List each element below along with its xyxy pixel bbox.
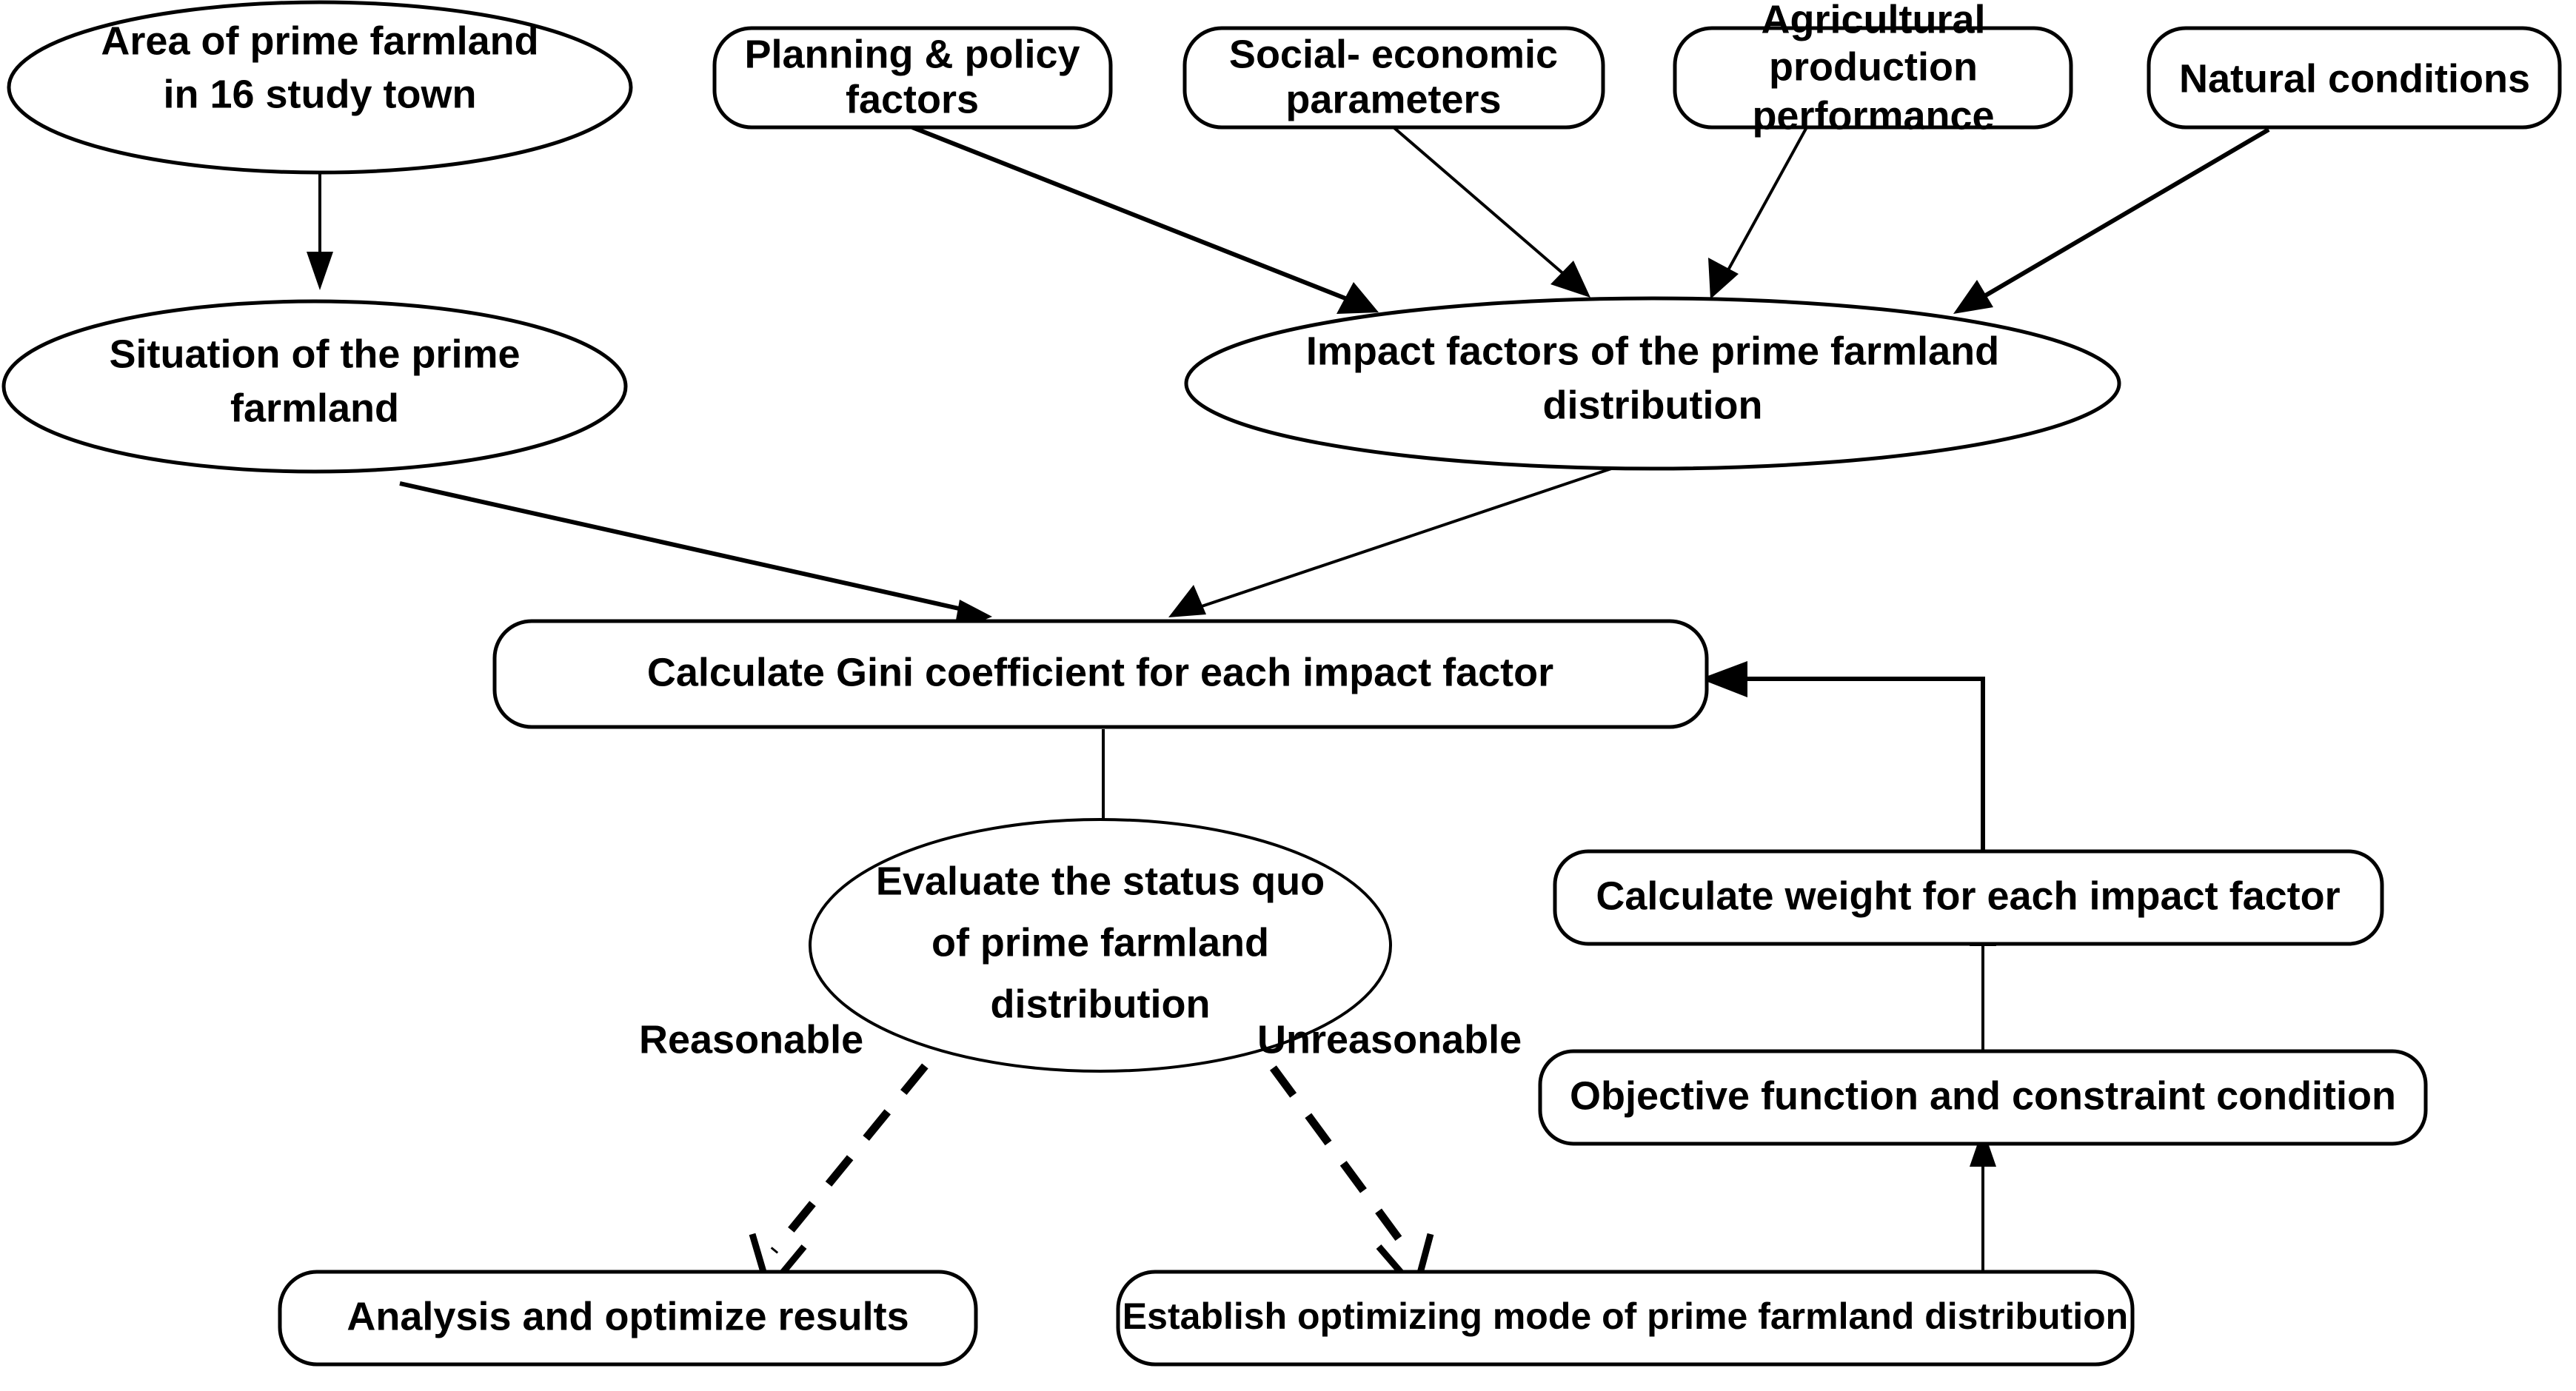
node-calculate-weight[interactable]: Calculate weight for each impact factor <box>1553 849 2384 946</box>
node-impact-line-1: Impact factors of the prime farmland <box>1306 329 1999 373</box>
node-agricultural-line-2: production <box>1769 44 1978 89</box>
node-planning-line-1: Planning & policy <box>744 32 1080 76</box>
node-situation-line-2: farmland <box>230 386 399 430</box>
edge-label-reasonable: Reasonable <box>639 1017 863 1062</box>
node-natural-line-1: Natural conditions <box>2179 56 2530 101</box>
node-evaluate-line-1: Evaluate the status quo <box>876 859 1325 903</box>
node-evaluate-line-2: of prime farmland <box>931 920 1269 965</box>
node-analysis-line-1: Analysis and optimize results <box>347 1294 909 1338</box>
node-objective-line-1: Objective function and constraint condit… <box>1570 1073 2396 1118</box>
edge-agricultural-to-impact <box>1708 127 1808 299</box>
edge-labels-layer: Reasonable Unreasonable <box>639 1017 1522 1062</box>
node-agricultural-production-performance[interactable]: Agricultural production performance <box>1673 0 2073 138</box>
node-situation-of-prime-farmland[interactable]: Situation of the prime farmland <box>1 299 628 474</box>
node-calculate-gini-coefficient[interactable]: Calculate Gini coefficient for each impa… <box>492 619 1709 729</box>
edge-weight-to-gini-feedback <box>1700 661 1985 855</box>
node-objective-function[interactable]: Objective function and constraint condit… <box>1538 1049 2428 1146</box>
node-planning-line-2: factors <box>846 77 979 121</box>
node-planning-policy-factors[interactable]: Planning & policy factors <box>712 26 1113 130</box>
edge-label-unreasonable: Unreasonable <box>1257 1017 1522 1062</box>
edge-impact-to-gini <box>1168 461 1630 617</box>
node-weight-line-1: Calculate weight for each impact factor <box>1596 874 2340 918</box>
edge-natural-to-impact <box>1953 127 2270 314</box>
edge-planning-to-impact <box>911 125 1379 314</box>
node-impact-factors[interactable]: Impact factors of the prime farmland dis… <box>1184 296 2121 471</box>
node-gini-line-1: Calculate Gini coefficient for each impa… <box>647 650 1553 694</box>
node-social-economic-parameters[interactable]: Social- economic parameters <box>1182 26 1605 130</box>
node-area-line-2: in 16 study town <box>163 72 476 116</box>
nodes-layer: Area of prime farmland in 16 study town … <box>1 0 2562 1367</box>
node-impact-line-2: distribution <box>1543 383 1763 427</box>
edge-area-to-situation <box>307 172 333 290</box>
node-establish-line-1: Establish optimizing mode of prime farml… <box>1123 1296 2128 1337</box>
node-area-of-prime-farmland[interactable]: Area of prime farmland in 16 study town <box>7 0 633 175</box>
node-agricultural-line-3: performance <box>1752 93 1994 138</box>
node-agricultural-line-1: Agricultural <box>1761 0 1985 41</box>
node-establish-optimizing-mode[interactable]: Establish optimizing mode of prime farml… <box>1116 1270 2135 1367</box>
node-analysis-optimize-results[interactable]: Analysis and optimize results <box>278 1270 978 1367</box>
node-social-line-1: Social- economic <box>1229 32 1558 76</box>
node-area-line-1: Area of prime farmland <box>101 19 538 63</box>
node-evaluate-status-quo[interactable]: Evaluate the status quo of prime farmlan… <box>809 818 1392 1073</box>
node-situation-line-1: Situation of the prime <box>109 332 520 376</box>
edge-establish-to-objective <box>1970 1128 1996 1272</box>
node-social-line-2: parameters <box>1285 77 1501 121</box>
edge-social-to-impact <box>1392 126 1590 298</box>
edge-situation-to-gini <box>399 481 992 632</box>
node-natural-conditions[interactable]: Natural conditions <box>2147 26 2562 130</box>
node-evaluate-line-3: distribution <box>991 982 1211 1026</box>
